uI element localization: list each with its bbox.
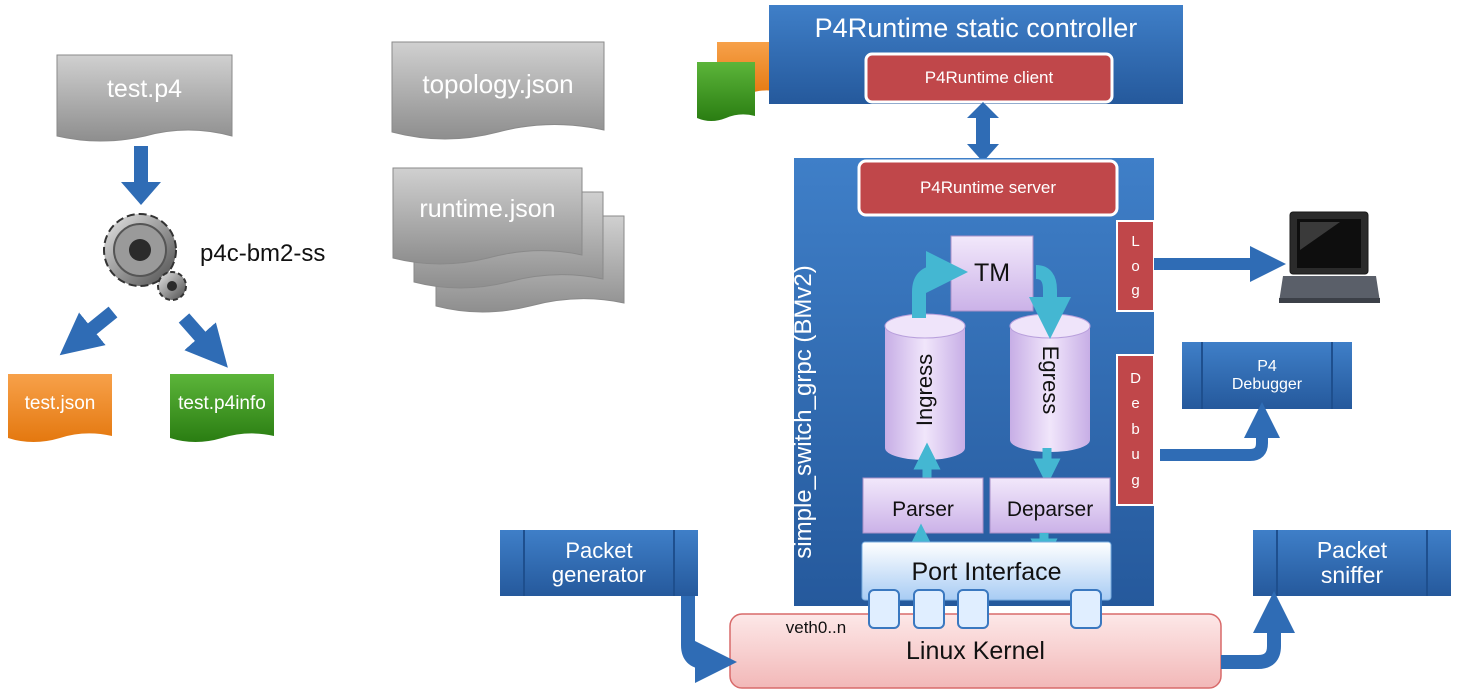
laptop-icon (1279, 211, 1380, 303)
deparser-label: Deparser (1006, 498, 1094, 522)
debug-to-debugger-arrow (1160, 402, 1280, 461)
test-p4-label: test.p4 (106, 75, 183, 104)
egress-label: Egress (1038, 345, 1064, 415)
controller-files-icon (697, 42, 779, 121)
topology-json-label: topology.json (422, 68, 574, 99)
packet-sniffer-label: Packet sniffer (1253, 534, 1451, 592)
p4-debugger-line2: Debugger (1231, 376, 1303, 393)
runtime-json-label: runtime.json (419, 195, 556, 224)
test-json-file-shape (8, 374, 112, 442)
packet-sniffer-line2: sniffer (1320, 562, 1384, 588)
parser-label: Parser (892, 498, 954, 522)
p4-debugger-label: P4 Debugger (1182, 350, 1352, 402)
packet-generator-line2: generator (551, 562, 647, 587)
p4runtime-server-label: P4Runtime server (919, 177, 1057, 197)
topology-json-file-shape (391, 41, 605, 140)
gear-icon (103, 213, 187, 301)
switch-name-label: simple_switch_grpc (BMv2) (789, 265, 817, 559)
debug-box (1116, 354, 1155, 506)
p4runtime-client-label: P4Runtime client (924, 67, 1054, 87)
port-interface-label: Port Interface (911, 558, 1062, 587)
debug-label-char: e (1131, 395, 1140, 413)
debug-label-char: g (1131, 471, 1140, 489)
arrow-to-test-p4info (178, 313, 228, 368)
ingress-to-tm-arrow (912, 251, 968, 318)
p4-debugger-line1: P4 (1257, 358, 1277, 376)
packet-sniffer-line1: Packet (1316, 536, 1388, 563)
grpc-double-arrow (967, 102, 999, 162)
p4runtime-client-box (864, 52, 1114, 104)
debug-label-char: b (1131, 420, 1140, 438)
veth-ports (868, 589, 1102, 629)
arrow-to-test-json (59, 306, 118, 356)
log-label-char: L (1131, 233, 1140, 251)
log-label-char: o (1131, 257, 1140, 275)
packet-sniffer-box (1253, 530, 1451, 596)
log-label-char: g (1131, 282, 1140, 300)
test-p4info-label: test.p4info (178, 392, 266, 414)
test-p4info-file-shape (170, 374, 274, 442)
debug-label-char: D (1130, 369, 1141, 387)
switch-box (794, 158, 1154, 606)
p4-debugger-box (1182, 342, 1352, 409)
generator-to-kernel-arrow (681, 596, 737, 683)
test-p4-file-shape (56, 54, 233, 142)
debug-label-char: u (1131, 446, 1140, 464)
p4runtime-server-box (857, 159, 1119, 217)
deparser-box (989, 477, 1111, 534)
tm-to-egress-arrow (1029, 265, 1071, 339)
runtime-json-stack (392, 167, 625, 313)
compile-arrow-down (121, 146, 161, 205)
compiler-label: p4c-bm2-ss (200, 239, 326, 267)
packet-generator-label: Packet generator (500, 534, 698, 592)
controller-title: P4Runtime static controller (814, 13, 1138, 44)
ingress-cylinder (884, 313, 966, 460)
veth-label: veth0..n (785, 617, 847, 637)
tm-label: TM (973, 259, 1011, 288)
ingress-label: Ingress (911, 353, 937, 427)
test-json-label: test.json (24, 392, 96, 414)
kernel-to-sniffer-arrow (1221, 591, 1295, 669)
packet-generator-box (500, 530, 698, 596)
log-box (1116, 220, 1155, 312)
packet-generator-line1: Packet (565, 537, 633, 563)
linux-kernel-label: Linux Kernel (906, 637, 1045, 666)
